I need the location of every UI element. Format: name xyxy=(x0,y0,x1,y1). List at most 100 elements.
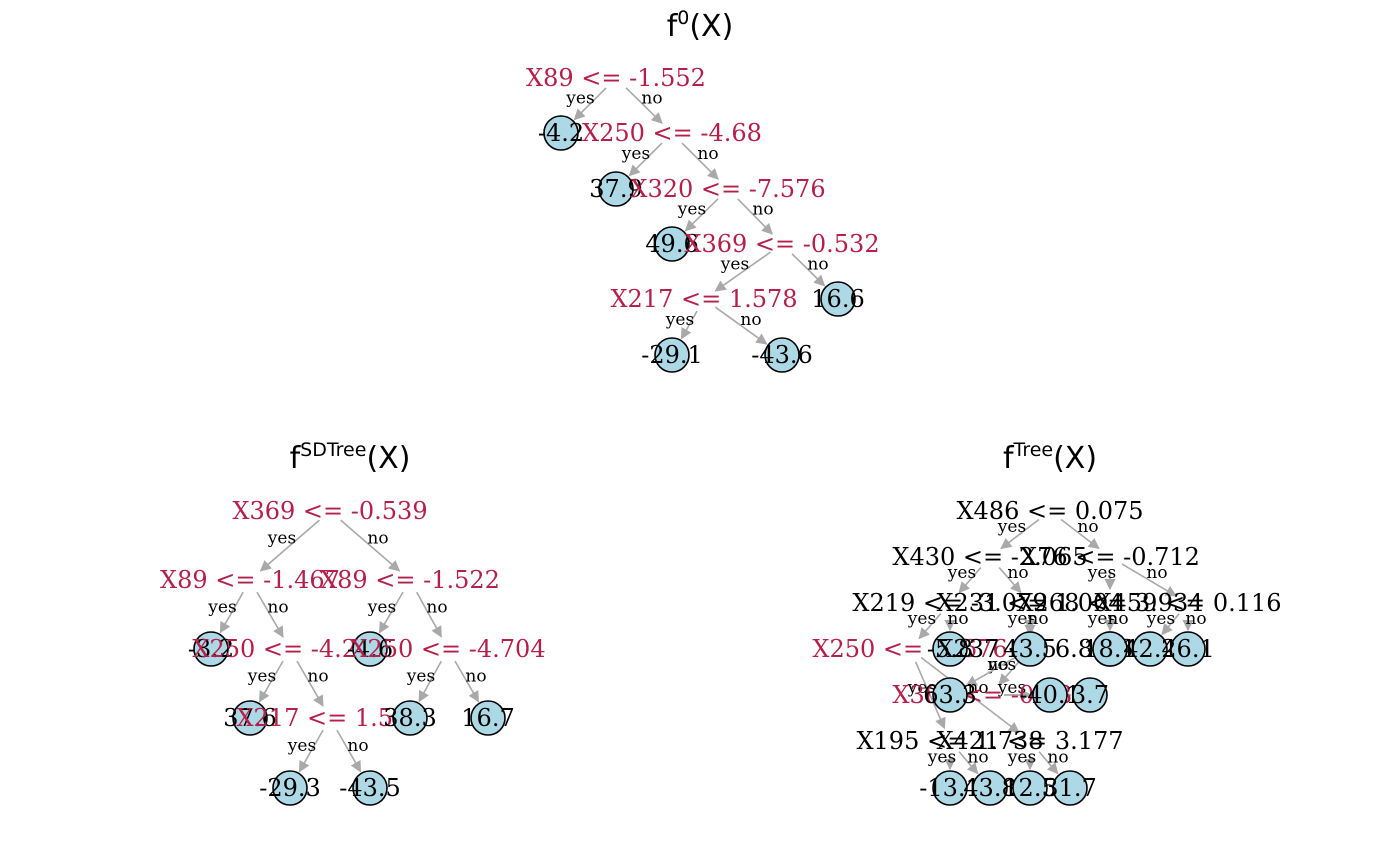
split-condition: X217 <= 1.578 xyxy=(610,285,797,313)
edge-t20-t23 xyxy=(958,751,979,775)
edge-s2-s4 xyxy=(219,591,244,634)
edge-s1-s2 xyxy=(259,519,320,572)
edge-label-no: no xyxy=(740,310,761,330)
split-condition: X76 <= -0.712 xyxy=(1020,543,1200,571)
leaf-node: -4.2 xyxy=(538,115,584,151)
leaf-circle xyxy=(1012,770,1048,806)
edge-t10-t17 xyxy=(965,655,1019,687)
edge-label-yes: yes xyxy=(565,89,594,109)
edge-label-no: no xyxy=(1007,563,1028,583)
leaf-circle xyxy=(932,770,968,806)
leaf-circle xyxy=(1032,677,1068,713)
edge-label-no: no xyxy=(347,736,368,756)
leaf-circle xyxy=(932,677,968,713)
split-condition: X459 <= 0.116 xyxy=(1094,589,1281,617)
leaf-circle xyxy=(352,770,388,806)
leaf-circle xyxy=(470,700,506,736)
split-condition: X89 <= -1.522 xyxy=(320,566,500,594)
leaf-circle xyxy=(1012,631,1048,667)
edge-n7-n8 xyxy=(714,251,772,292)
leaf-node: 37.6 xyxy=(223,700,277,736)
leaf-circle xyxy=(392,700,428,736)
leaf-circle xyxy=(1092,631,1128,667)
leaf-value: -29.1 xyxy=(641,341,703,369)
leaf-circle xyxy=(1052,770,1088,806)
leaf-circle xyxy=(598,171,634,207)
edge-label-yes: yes xyxy=(247,667,276,687)
leaf-value: -5.8 xyxy=(927,635,973,663)
leaf-node: -5.8 xyxy=(927,631,973,667)
leaf-circle xyxy=(654,226,690,262)
edge-label-no: no xyxy=(752,200,773,220)
edge-label-yes: yes xyxy=(677,200,706,220)
leaf-node: -40.1 xyxy=(1019,677,1081,713)
edge-label-yes: yes xyxy=(1007,748,1036,768)
split-condition: X486 <= 0.075 xyxy=(956,497,1143,525)
split-condition: X250 <= -4.704 xyxy=(350,635,545,663)
edge-label-no: no xyxy=(1107,609,1128,629)
edge-label-no: no xyxy=(1027,609,1048,629)
edge-label-no: no xyxy=(307,667,328,687)
edge-label-no: no xyxy=(1047,748,1068,768)
edge-s3-s7 xyxy=(416,591,442,638)
split-condition: X231 <= 1.004 xyxy=(936,589,1123,617)
panel-title-sdtree: fSDTree(X) xyxy=(290,439,411,476)
leaf-value: -3.2 xyxy=(188,635,234,663)
edge-label-no: no xyxy=(641,89,662,109)
split-condition: X250 <= -4.676 xyxy=(812,635,1007,663)
panel-title-tree: fTree(X) xyxy=(1003,439,1097,476)
edge-t4-t8 xyxy=(918,613,942,640)
edge-label-no: no xyxy=(465,667,486,687)
leaf-node: -4.6 xyxy=(347,631,393,667)
edge-n5-n7 xyxy=(737,198,773,235)
edge-s2-s5 xyxy=(256,591,284,638)
leaf-node: -13.1 xyxy=(919,770,981,806)
edge-label-yes: yes xyxy=(927,748,956,768)
edge-t3-t7 xyxy=(1121,563,1177,597)
leaf-node: -3.2 xyxy=(188,631,234,667)
leaf-circle xyxy=(932,631,968,667)
edge-n1-n2 xyxy=(573,87,607,121)
leaf-node: 16.6 xyxy=(811,281,865,317)
split-condition: X369 <= -0.532 xyxy=(684,230,879,258)
edge-label-yes: yes xyxy=(997,517,1026,537)
edge-label-yes: yes xyxy=(287,736,316,756)
leaf-value: 49.6 xyxy=(645,230,698,258)
edge-n5-n6 xyxy=(684,198,719,232)
leaf-node: 43.5 xyxy=(1003,631,1057,667)
edge-s7-s10 xyxy=(418,660,442,703)
split-condition: X320 <= -7.576 xyxy=(630,175,825,203)
split-condition: X250 <= -4.68 xyxy=(582,119,762,147)
leaf-node: -29.1 xyxy=(641,337,703,373)
leaf-value: 16.6 xyxy=(811,285,864,313)
leaf-node: 42.4 xyxy=(1123,631,1177,667)
edge-t7-t14 xyxy=(1161,613,1180,636)
leaf-value: 43.8 xyxy=(963,774,1016,802)
edge-label-yes: yes xyxy=(947,563,976,583)
leaf-node: 63.3 xyxy=(923,677,977,713)
leaf-value: 16.7 xyxy=(461,704,514,732)
edge-label-yes: yes xyxy=(267,529,296,549)
leaf-value: 63.3 xyxy=(923,681,976,709)
leaf-circle xyxy=(352,631,388,667)
leaf-value: 37.9 xyxy=(589,175,642,203)
edge-label-yes: yes xyxy=(720,255,749,275)
edge-label-no: no xyxy=(1077,517,1098,537)
edge-label-no: no xyxy=(807,255,828,275)
edge-label-yes: yes xyxy=(1087,563,1116,583)
leaf-circle xyxy=(232,700,268,736)
split-condition: X421 <= 3.177 xyxy=(936,727,1123,755)
leaf-node: -43.6 xyxy=(751,337,813,373)
leaf-circle xyxy=(543,115,579,151)
edge-n8-n11 xyxy=(714,306,768,345)
edge-s9-s13 xyxy=(336,729,362,773)
leaf-circle xyxy=(820,281,856,317)
leaf-circle xyxy=(1170,631,1206,667)
leaf-circle xyxy=(764,337,800,373)
leaf-node: 18.1 xyxy=(1083,631,1137,667)
edge-s3-s6 xyxy=(378,591,404,634)
leaf-node: 38.3 xyxy=(383,700,437,736)
leaf-node: 26.1 xyxy=(1161,631,1215,667)
